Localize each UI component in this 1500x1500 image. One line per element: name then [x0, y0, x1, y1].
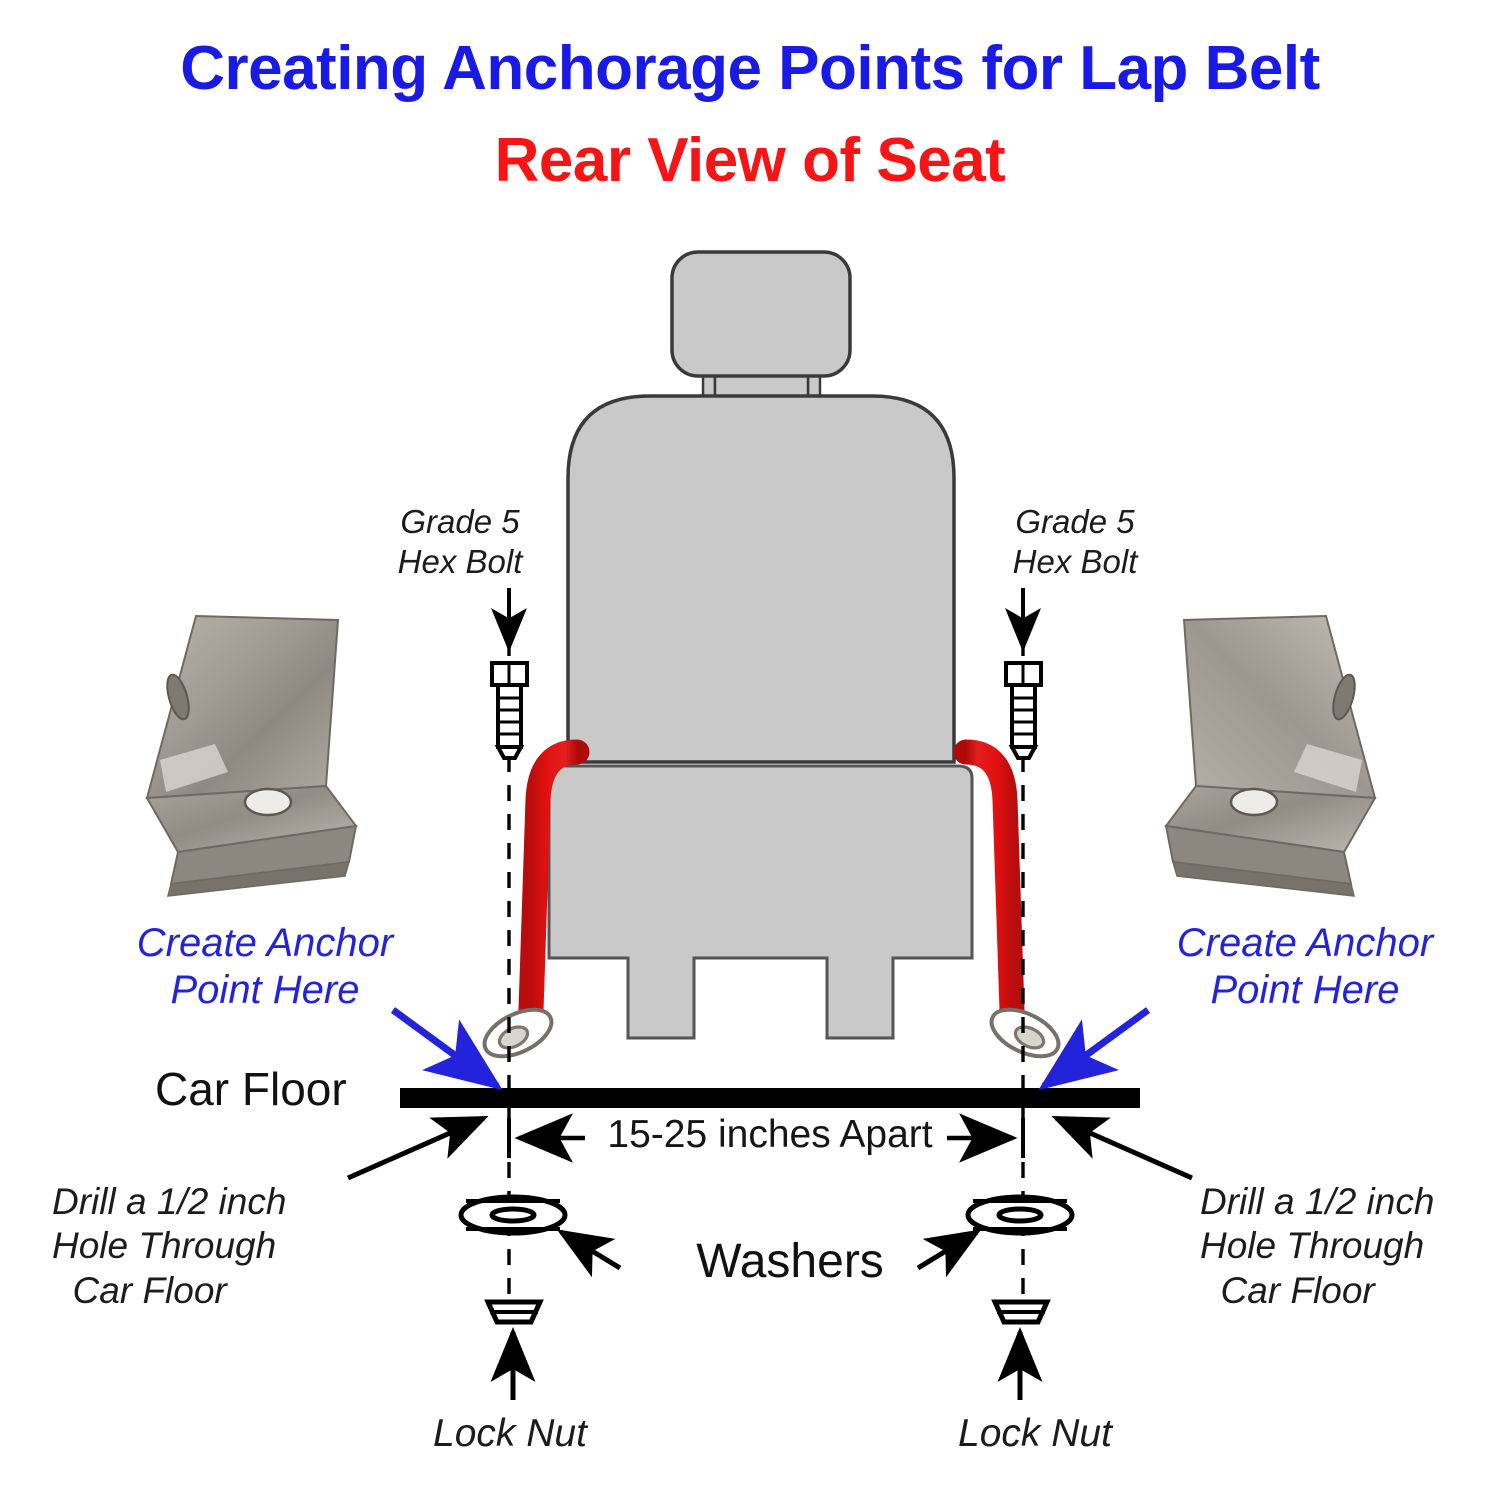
anchor-pointer-arrows [390, 1007, 1151, 1091]
washer-pointer-arrows [556, 1229, 982, 1278]
lock-nut-label-left: Lock Nut [433, 1412, 587, 1455]
washers-label: Washers [696, 1235, 884, 1288]
seat-cushion [547, 764, 974, 1040]
lock-nut-left [484, 1299, 544, 1400]
dimension-15-25 [507, 1113, 1025, 1163]
page-title: Creating Anchorage Points for Lap Belt [180, 34, 1320, 103]
car-seat-group [547, 250, 974, 1040]
hex-bolt-right [1004, 588, 1043, 760]
anchor-point-label-left: Create Anchor Point Here [136, 921, 394, 1013]
car-floor-bar [400, 1088, 1140, 1108]
lap-belt-strap-left [518, 739, 590, 1023]
drill-arrow-right [1051, 1115, 1194, 1181]
page-subtitle: Rear View of Seat [494, 126, 1006, 195]
anchor-point-label-right: Create Anchor Point Here [1176, 921, 1434, 1013]
drill-arrow-left [346, 1115, 489, 1181]
anchor-arrow-left [390, 1007, 503, 1091]
drill-hole-label-right: Drill a 1/2 inch Hole Through Car Floor [1200, 1181, 1435, 1311]
lap-belt-strap-right [953, 739, 1025, 1023]
hex-bolt-label-left: Grade 5 Hex Bolt [397, 503, 523, 581]
lock-nut-label-right: Lock Nut [958, 1412, 1112, 1455]
seat-back [566, 394, 956, 764]
washer-right [965, 1194, 1075, 1236]
belt-eye-fittings [482, 1007, 1061, 1059]
belt-eye-fitting-left [482, 1007, 554, 1059]
headrest [670, 250, 852, 378]
dimension-label: 15-25 inches Apart [607, 1113, 933, 1156]
drill-hole-label-left: Drill a 1/2 inch Hole Through Car Floor [52, 1181, 287, 1311]
steel-angle-bracket-right [1164, 614, 1377, 897]
lap-belt-straps [518, 739, 1025, 1023]
anchor-arrow-right [1038, 1007, 1151, 1091]
hex-bolt-label-right: Grade 5 Hex Bolt [1012, 503, 1138, 581]
steel-angle-bracket-left [145, 614, 358, 897]
drill-pointer-arrows [346, 1115, 1194, 1181]
hex-bolt-left [490, 588, 529, 760]
belt-eye-fitting-right [989, 1007, 1061, 1059]
washer-left [458, 1194, 568, 1236]
lock-nut-right [991, 1299, 1051, 1400]
car-floor-label: Car Floor [155, 1063, 347, 1115]
